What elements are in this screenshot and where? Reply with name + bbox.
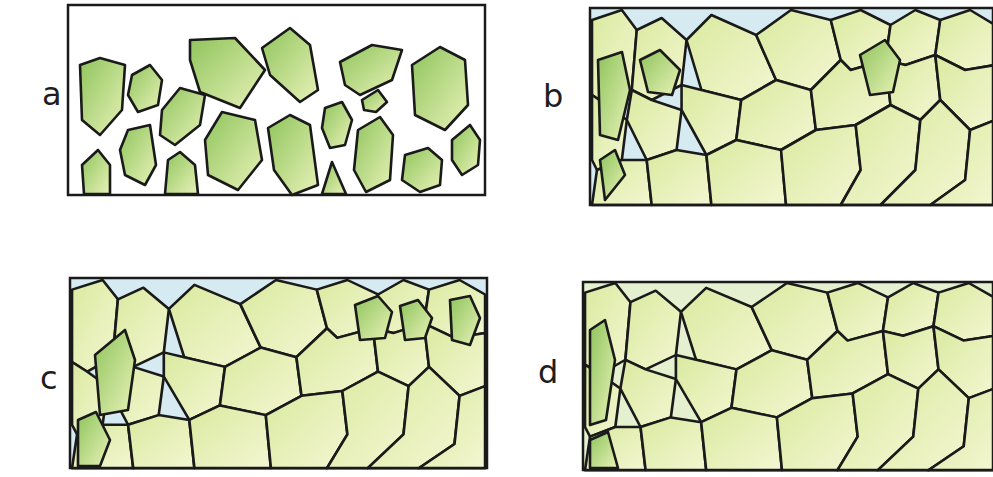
- green-grains: [598, 40, 900, 200]
- panel-frame: [68, 5, 485, 195]
- panel-letter: d: [538, 356, 558, 388]
- pore-space: [70, 278, 487, 468]
- loose-grains: [80, 28, 480, 195]
- packed-grains: [72, 280, 485, 468]
- packed-grains: [585, 283, 993, 470]
- panel-frame: [583, 282, 993, 470]
- green-grains: [78, 296, 480, 466]
- panel-frame: [70, 278, 487, 468]
- packed-grains: [592, 10, 993, 205]
- green-grains: [590, 320, 618, 468]
- panel-frame: [590, 8, 993, 205]
- panel-letter: a: [42, 78, 62, 110]
- panel-letter: c: [40, 362, 58, 394]
- panel-letter: b: [543, 80, 563, 112]
